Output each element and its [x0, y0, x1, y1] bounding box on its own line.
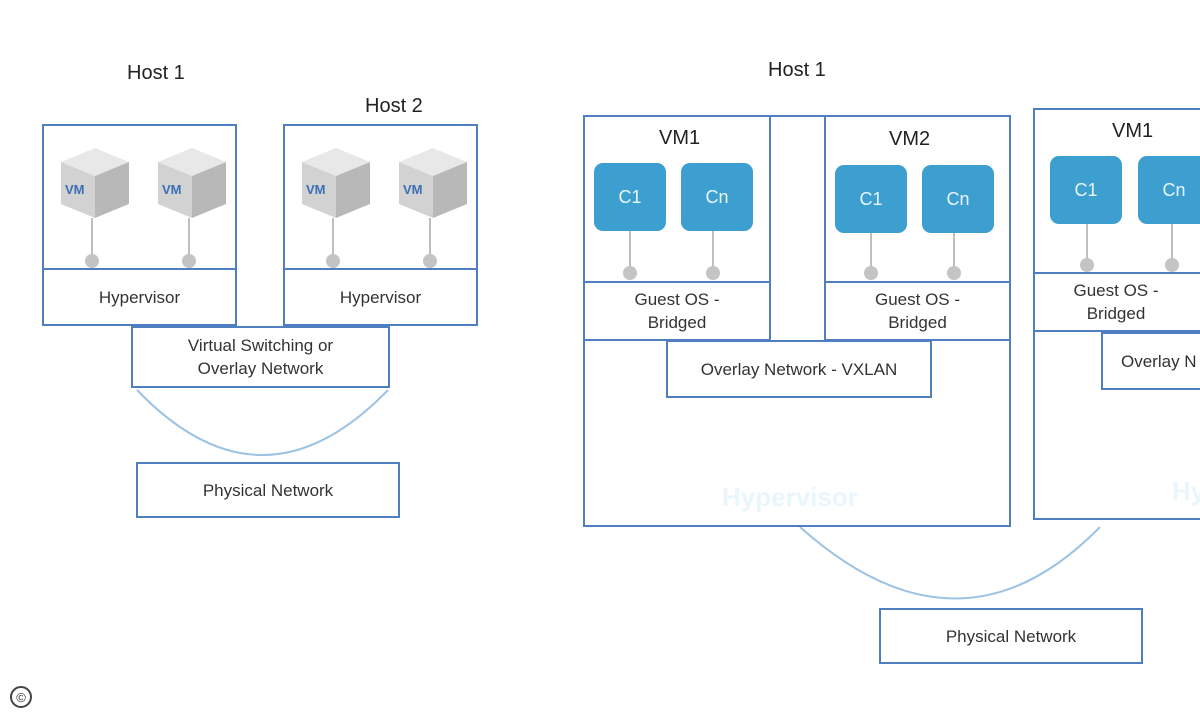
vm-cube-icon: VM — [158, 148, 226, 218]
left-host1-hypervisor: Hypervisor — [42, 268, 237, 326]
vm1-guest-os: Guest OS - Bridged — [583, 281, 771, 341]
left-host2-hypervisor: Hypervisor — [283, 268, 478, 326]
container-connector — [870, 233, 872, 269]
container-connector — [629, 231, 631, 269]
container-cn: Cn — [1138, 156, 1200, 224]
partial-guest-os: Guest OS - Bridged — [1033, 272, 1200, 332]
vm2-guest-os: Guest OS - Bridged — [824, 281, 1011, 341]
vm-connector — [91, 218, 93, 260]
overlay-network-box: Overlay Network - VXLAN — [666, 340, 932, 398]
container-connector — [1086, 224, 1088, 260]
vm-cube-icon: VM — [302, 148, 370, 218]
container-port — [1080, 258, 1094, 272]
copyright-icon: © — [10, 686, 32, 708]
right-physical-network-box: Physical Network — [879, 608, 1143, 664]
partial-vm-title: VM1 — [1112, 120, 1154, 142]
partial-overlay-box: Overlay N — [1101, 332, 1200, 390]
vm-cube-icon: VM — [61, 148, 129, 218]
container-c1: C1 — [594, 163, 666, 231]
vm-port — [182, 254, 196, 268]
container-port — [947, 266, 961, 280]
container-connector — [1171, 224, 1173, 260]
vm-badge: VM — [403, 182, 423, 197]
vm-badge: VM — [65, 182, 85, 197]
container-cn: Cn — [681, 163, 753, 231]
vm-badge: VM — [162, 182, 182, 197]
left-switch-curve — [136, 389, 389, 456]
vm-connector — [188, 218, 190, 260]
vm2-title: VM2 — [889, 128, 931, 150]
vm-cube-icon: VM — [399, 148, 467, 218]
container-c1: C1 — [835, 165, 907, 233]
left-host2-title: Host 2 — [365, 95, 423, 117]
container-connector — [712, 231, 714, 269]
partial-hypervisor-label: Hy — [1172, 476, 1200, 506]
vm1-title: VM1 — [659, 127, 701, 149]
left-physical-network-box: Physical Network — [136, 462, 400, 518]
left-virtual-switching-box: Virtual Switching or Overlay Network — [131, 326, 390, 388]
right-physical-curve — [799, 526, 1101, 600]
vm-port — [326, 254, 340, 268]
container-cn: Cn — [922, 165, 994, 233]
container-c1: C1 — [1050, 156, 1122, 224]
vm-badge: VM — [306, 182, 326, 197]
vm-port — [423, 254, 437, 268]
container-port — [706, 266, 720, 280]
container-port — [1165, 258, 1179, 272]
container-connector — [953, 233, 955, 269]
container-port — [623, 266, 637, 280]
right-host-title: Host 1 — [768, 59, 826, 81]
left-host1-title: Host 1 — [127, 62, 185, 84]
hypervisor-label: Hypervisor — [722, 482, 858, 512]
container-port — [864, 266, 878, 280]
vm-connector — [332, 218, 334, 260]
vm-port — [85, 254, 99, 268]
vm-connector — [429, 218, 431, 260]
